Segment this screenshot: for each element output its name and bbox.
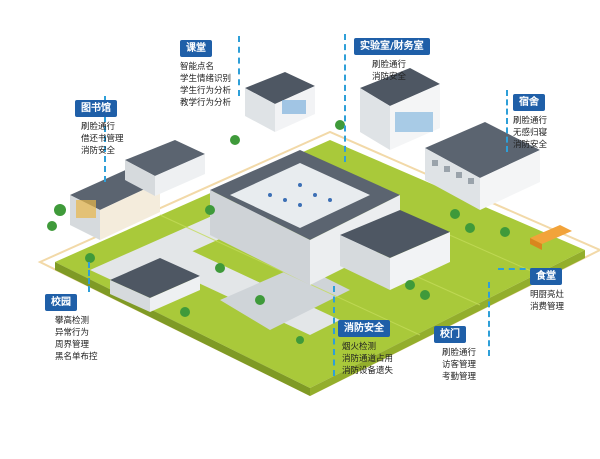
gate-item: 考勤管理 [442,372,477,382]
annex-building [125,140,205,196]
fire-item: 消防通道占用 [342,354,394,364]
trees [47,120,510,344]
library-item: 刷脸通行 [81,122,116,132]
lab-item: 消防安全 [372,72,407,82]
gate-item: 访客管理 [442,360,477,370]
canteen-connector [498,268,558,270]
campus-callout: 校园 攀高检测 异常行为 周界管理 黑名单布控 [45,290,98,363]
library-item: 借还书管理 [81,134,124,144]
dorm-tag: 宿舍 [513,94,545,111]
campus-tag: 校园 [45,294,77,311]
gate-item: 刷脸通行 [442,348,477,358]
dorm-item: 刷脸通行 [513,116,548,126]
classroom-item: 学生行为分析 [180,86,232,96]
dorm-item: 消防安全 [513,140,548,150]
lab-connector [344,34,346,162]
canteen-tag: 食堂 [530,268,562,285]
canteen-item: 明厨亮灶 [530,290,565,300]
fire-item: 消防设备遗失 [342,366,394,376]
classroom-item: 教学行为分析 [180,98,232,108]
school-bus [530,225,572,250]
library-tag: 图书馆 [75,100,117,117]
gate-tag: 校门 [434,326,466,343]
lab-callout: 实验室/财务室 刷脸通行 消防安全 [354,34,430,83]
dorm-connector [506,90,508,152]
classroom-connector [238,36,240,96]
lab-tag: 实验室/财务室 [354,38,430,55]
campus-item: 攀高检测 [55,316,90,326]
canteen-item: 消费管理 [530,302,565,312]
gate-callout: 校门 刷脸通行 访客管理 考勤管理 [434,322,476,383]
campus-connector [88,262,90,292]
lab-item: 刷脸通行 [372,60,407,70]
canteen-callout: 食堂 明厨亮灶 消费管理 [530,264,564,313]
dorm-item: 无感归寝 [513,128,548,138]
fire-tag: 消防安全 [338,320,390,337]
dorm-callout: 宿舍 刷脸通行 无感归寝 消防安全 [513,90,547,151]
classroom-callout: 课堂 智能点名 学生情绪识别 学生行为分析 教学行为分析 [180,36,231,109]
library-callout: 图书馆 刷脸通行 借还书管理 消防安全 [75,96,124,157]
library-connector [104,96,106,182]
fire-callout: 消防安全 烟火检测 消防通道占用 消防设备遗失 [338,316,393,377]
campus-item: 黑名单布控 [55,352,98,362]
lab-building [360,68,440,150]
dorm-building [425,122,540,210]
canteen-building [340,210,450,290]
classroom-building [245,72,315,132]
campus-item: 异常行为 [55,328,90,338]
classroom-item: 智能点名 [180,62,215,72]
campus-item: 周界管理 [55,340,90,350]
campus-building [110,258,200,312]
fire-item: 烟火检测 [342,342,377,352]
fire-connector [333,286,335,376]
library-item: 消防安全 [81,146,116,156]
classroom-item: 学生情绪识别 [180,74,232,84]
classroom-tag: 课堂 [180,40,212,57]
gate-connector [488,282,490,356]
